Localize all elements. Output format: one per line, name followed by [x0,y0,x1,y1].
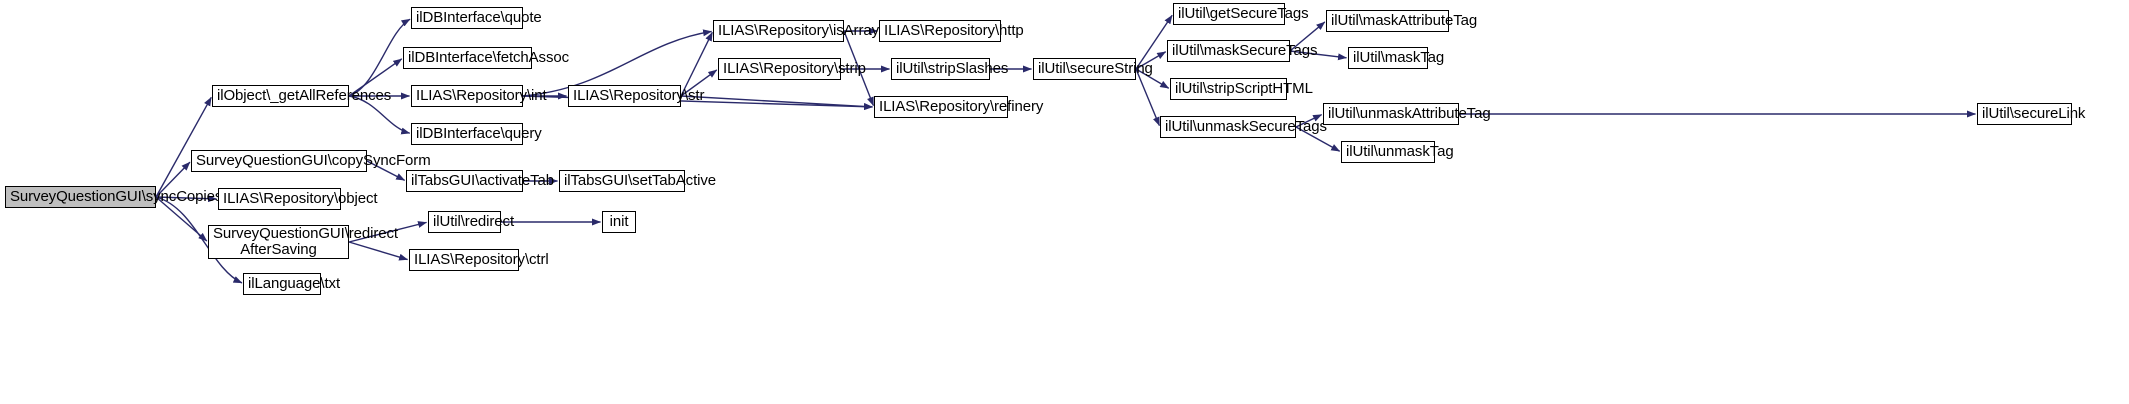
graph-node-label: ilUtil\unmaskTag [1346,142,1454,160]
graph-node-redirectAfterSaving[interactable]: SurveyQuestionGUI\redirect AfterSaving [208,224,398,259]
graph-node-label: ilUtil\maskSecureTags [1172,41,1318,59]
graph-node-unmaskSecureTags[interactable]: ilUtil\unmaskSecureTags [1160,116,1327,138]
graph-node-label: ilUtil\redirect [433,212,515,230]
graph-node-label: ilLanguage\txt [248,274,341,292]
graph-node-unmaskAttributeTag[interactable]: ilUtil\unmaskAttributeTag [1323,103,1491,125]
graph-node-stripScriptHTML[interactable]: ilUtil\stripScriptHTML [1170,78,1313,100]
graph-node-repoCtrl[interactable]: ILIAS\Repository\ctrl [409,249,549,271]
graph-node-label: ilUtil\secureString [1038,59,1153,77]
graph-node-dbQuote[interactable]: ilDBInterface\quote [411,7,542,29]
graph-node-label: ILIAS\Repository\object [223,189,378,207]
graph-node-label: ilUtil\secureLink [1982,104,2086,122]
graph-node-label: ilUtil\maskAttributeTag [1331,11,1478,29]
graph-node-label: ilDBInterface\fetchAssoc [408,48,570,66]
graph-node-label: ILIAS\Repository\isArray [718,21,879,39]
graph-node-label: ilUtil\stripScriptHTML [1175,79,1313,97]
graph-node-label: ilDBInterface\quote [416,8,542,26]
graph-node-repoRefinery[interactable]: ILIAS\Repository\refinery [874,96,1044,118]
graph-node-label: ilObject\_getAllReferences [217,86,392,104]
graph-node-label: ilTabsGUI\activateTab [411,171,554,189]
graph-node-label: SurveyQuestionGUI\redirect AfterSaving [213,224,398,258]
graph-node-label: init [609,212,629,230]
graph-node-secureString[interactable]: ilUtil\secureString [1033,58,1153,80]
graph-node-label: ilUtil\unmaskSecureTags [1165,117,1327,135]
graph-node-init[interactable]: init [602,211,636,233]
graph-node-label: SurveyQuestionGUI\syncCopies [10,187,223,205]
graph-node-repoObject[interactable]: ILIAS\Repository\object [218,188,378,210]
graph-node-ilUtilRedirect[interactable]: ilUtil\redirect [428,211,515,233]
graph-node-ilLanguageTxt[interactable]: ilLanguage\txt [243,273,341,295]
graph-node-getAllReferences[interactable]: ilObject\_getAllReferences [212,85,392,107]
graph-node-label: ILIAS\Repository\refinery [879,97,1044,115]
graph-node-label: ilUtil\getSecureTags [1178,4,1309,22]
graph-node-getSecureTags[interactable]: ilUtil\getSecureTags [1173,3,1309,25]
graph-node-label: ilUtil\unmaskAttributeTag [1328,104,1491,122]
graph-node-repoHttp[interactable]: ILIAS\Repository\http [879,20,1024,42]
graph-node-dbQuery[interactable]: ilDBInterface\query [411,123,542,145]
graph-node-maskAttributeTag[interactable]: ilUtil\maskAttributeTag [1326,10,1478,32]
graph-node-copySyncForm[interactable]: SurveyQuestionGUI\copySyncForm [191,150,431,172]
graph-node-repoInt[interactable]: ILIAS\Repository\int [411,85,547,107]
graph-node-maskTag[interactable]: ilUtil\maskTag [1348,47,1445,69]
graph-node-label: ILIAS\Repository\ctrl [414,250,549,268]
graph-node-label: ilUtil\maskTag [1353,48,1445,66]
graph-node-dbFetchAssoc[interactable]: ilDBInterface\fetchAssoc [403,47,570,69]
graph-node-label: ILIAS\Repository\http [884,21,1024,39]
graph-node-label: SurveyQuestionGUI\copySyncForm [196,151,431,169]
graph-node-label: ILIAS\Repository\strip [723,59,866,77]
graph-node-setTabActive[interactable]: ilTabsGUI\setTabActive [559,170,717,192]
graph-node-syncCopies[interactable]: SurveyQuestionGUI\syncCopies [5,186,223,208]
graph-node-label: ilTabsGUI\setTabActive [564,171,717,189]
graph-node-secureLink[interactable]: ilUtil\secureLink [1977,103,2086,125]
graph-node-stripSlashes[interactable]: ilUtil\stripSlashes [891,58,1009,80]
graph-node-label: ilDBInterface\query [416,124,542,142]
graph-node-repoStr[interactable]: ILIAS\Repository\str [568,85,705,107]
graph-node-maskSecureTags[interactable]: ilUtil\maskSecureTags [1167,40,1318,62]
graph-node-repoIsArray[interactable]: ILIAS\Repository\isArray [713,20,879,42]
graph-node-activateTab[interactable]: ilTabsGUI\activateTab [406,170,554,192]
graph-node-repoStrip[interactable]: ILIAS\Repository\strip [718,58,866,80]
graph-node-label: ILIAS\Repository\str [573,86,705,104]
graph-node-label: ilUtil\stripSlashes [896,59,1009,77]
graph-node-unmaskTag[interactable]: ilUtil\unmaskTag [1341,141,1454,163]
graph-node-label: ILIAS\Repository\int [416,86,547,104]
